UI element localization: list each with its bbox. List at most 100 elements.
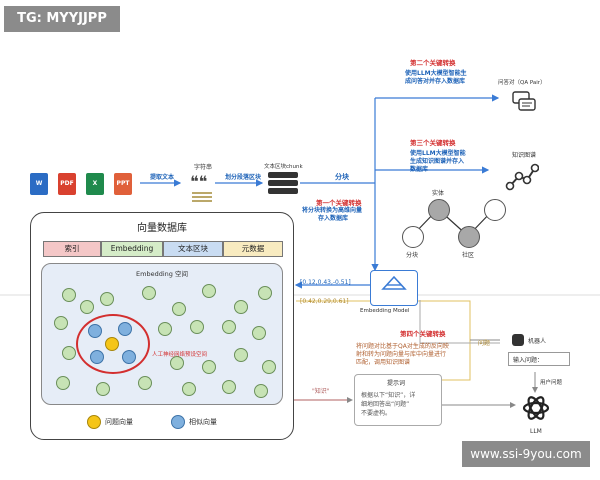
similarity-ellipse (76, 314, 150, 374)
chunk-label: 文本区块chunk (264, 164, 303, 170)
legend-similar-swatch (171, 415, 185, 429)
prompt-line-3: 不要虚构。 (361, 410, 392, 417)
fourth-conversion-desc-1: 将问题对比基于QA对生成的反向映 (356, 343, 449, 350)
vector-1: [0.12,0.43,-0.51] (300, 279, 351, 286)
second-conversion-desc-2: 成问答对并存入数据库 (405, 78, 466, 85)
embedding-model-icon (370, 270, 418, 306)
first-conversion-title: 第一个关键转换 (316, 199, 362, 207)
vector-database-panel: 向量数据库 索引 Embedding 文本区块 元数据 Embedding 空间 (30, 212, 294, 440)
third-conversion-desc-1: 使用LLM大模型智能 (410, 150, 466, 157)
vector-dot (56, 376, 70, 390)
knowledge-graph-icon (505, 162, 540, 192)
vector-dot (252, 326, 266, 340)
header-text-chunk: 文本区块 (163, 241, 223, 257)
vector-dot (258, 286, 272, 300)
legend-question-swatch (87, 415, 101, 429)
header-index: 索引 (43, 241, 101, 257)
watermark-top: TG: MYYJJPP (4, 6, 120, 32)
third-conversion-desc-3: 数据库 (410, 166, 429, 173)
vector-dot (234, 300, 248, 314)
legend-similar-label: 相似向量 (189, 418, 217, 426)
vector-dot (142, 286, 156, 300)
pdf-icon: PDF (58, 173, 76, 195)
embedding-space-title: Embedding 空间 (136, 270, 188, 278)
quote-icon: ❝❝ (190, 172, 208, 191)
vector-dot (96, 382, 110, 396)
chunking-label: 分块 (335, 173, 349, 181)
qa-pair-label: 问答对（QA Pair） (498, 80, 546, 86)
knowledge-graph-label: 知识图谱 (512, 152, 537, 159)
chunk-node-label: 分块 (406, 252, 419, 259)
third-conversion-desc-2: 生成知识图谱并存入 (410, 158, 465, 165)
excel-icon: X (86, 173, 104, 195)
vector-dot (182, 382, 196, 396)
embedding-space: Embedding 空间 人工神经网络预设空间 (41, 263, 283, 405)
similar-note: 人工神经网络预设空间 (152, 352, 208, 358)
word-icon: W (30, 173, 48, 195)
first-conversion-desc-2: 存入数据库 (318, 215, 349, 222)
fourth-conversion-title: 第四个关键转换 (400, 330, 446, 338)
vector-dot (62, 288, 76, 302)
fourth-conversion-desc-3: 匹配，调用知识图谱 (356, 359, 411, 366)
vector-dot (222, 320, 236, 334)
graph-node-community (458, 226, 480, 248)
ppt-icon: PPT (114, 173, 132, 195)
header-embedding: Embedding (101, 241, 163, 257)
second-conversion-desc-1: 使用LLM大模型智能生 (405, 70, 467, 77)
knowledge-label: "知识" (312, 388, 330, 395)
graph-node-entity (428, 199, 450, 221)
prompt-box: 提示词 根据以下“知识”，详 细地回答出“问题” 不要虚构。 (354, 374, 442, 426)
vector-dot (100, 292, 114, 306)
vector-dot (62, 346, 76, 360)
graph-node-chunk (402, 226, 424, 248)
question-label: 问题 (478, 340, 491, 347)
community-node-label: 社区 (462, 252, 475, 259)
prompt-title: 提示词 (387, 380, 406, 387)
embedding-model-label: Embedding Model (360, 308, 410, 314)
vector-dot (202, 284, 216, 298)
llm-label: LLM (530, 428, 542, 435)
prompt-line-1: 根据以下“知识”，详 (361, 392, 416, 399)
entity-label: 实体 (432, 190, 445, 197)
string-lines-icon (192, 190, 212, 204)
header-metadata: 元数据 (223, 241, 283, 257)
vector-dot (138, 376, 152, 390)
string-label: 字符串 (194, 164, 213, 171)
vector-dot (254, 384, 268, 398)
vector-dot (262, 360, 276, 374)
prompt-line-2: 细地回答出“问题” (361, 401, 410, 408)
vector-dot (202, 360, 216, 374)
first-conversion-desc-1: 将分块转换为高维向量 (302, 207, 363, 214)
similar-vector-dot (88, 324, 102, 338)
similar-vector-dot (118, 322, 132, 336)
llm-icon (520, 392, 552, 424)
robot-icon (512, 334, 524, 346)
similar-vector-dot (122, 350, 136, 364)
extract-text-label: 提取文本 (150, 174, 175, 181)
question-input[interactable]: 输入问题： (508, 352, 570, 366)
vector-dot (54, 316, 68, 330)
vector-dot (190, 320, 204, 334)
robot-label: 机器人 (528, 338, 547, 345)
vector-dot (158, 322, 172, 336)
legend-question-label: 问题向量 (105, 418, 133, 426)
second-conversion-title: 第二个关键转换 (410, 59, 456, 67)
split-label: 划分段落区块 (225, 174, 262, 181)
similar-vector-dot (90, 350, 104, 364)
watermark-bottom: www.ssi-9you.com (462, 441, 590, 467)
vector-2: [0.42,0.29,0.61] (300, 298, 349, 305)
question-vector-dot (105, 337, 119, 351)
vector-dot (234, 348, 248, 362)
graph-node-chunk-2 (484, 199, 506, 221)
chat-bubbles-icon (512, 90, 536, 114)
fourth-conversion-desc-2: 射和转为问题向量与库中向量进行 (356, 351, 447, 358)
third-conversion-title: 第三个关键转换 (410, 139, 456, 147)
vector-dot (172, 302, 186, 316)
database-chunk-icon (268, 172, 298, 198)
input-label: 输入问题： (513, 357, 544, 364)
vector-database-title: 向量数据库 (137, 223, 187, 234)
vector-dot (80, 300, 94, 314)
user-query-label: 用户问题 (540, 380, 563, 386)
vector-dot (170, 356, 184, 370)
vector-dot (222, 380, 236, 394)
